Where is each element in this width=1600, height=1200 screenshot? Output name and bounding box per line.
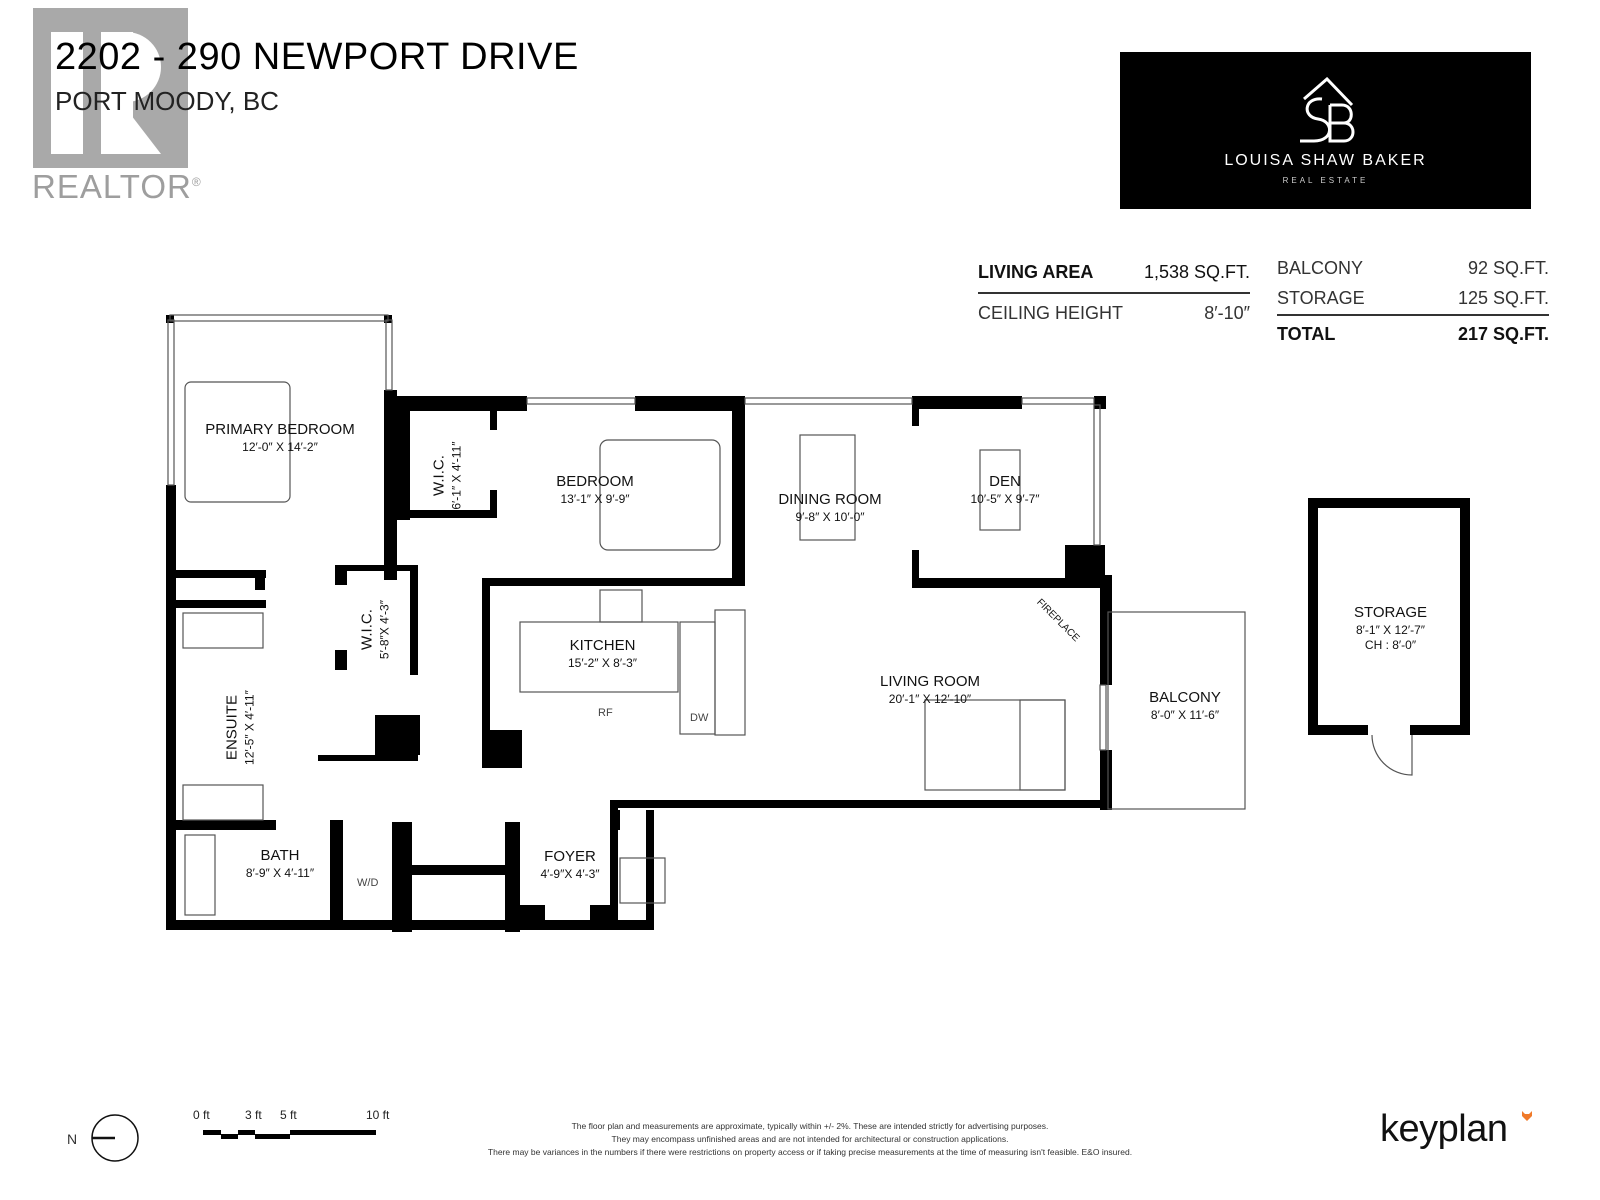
room-name: W.I.C. [430,455,448,496]
refrigerator-label: RF [598,707,613,719]
room-name: BEDROOM [556,473,634,490]
realtor-wordmark: REALTOR® [32,168,202,205]
room-dims: 20′-1″ X 12′-10″ [888,691,972,706]
balcony-value: 92 SQ.FT. [1467,258,1549,278]
ceiling-height-label: CEILING HEIGHT [978,303,1124,323]
living-area-row: LIVING AREA 1,538 SQ.FT. [978,262,1250,283]
compass-north-label: N [67,1131,78,1147]
room-dims: 6′-1″ X 4′-11″ [448,441,463,510]
room-name: W.I.C. [358,609,376,650]
total-label: TOTAL [1277,324,1336,344]
room-dims: 9′-8″ X 10′-0″ [795,509,865,524]
disclaimer-line: They may encompass unfinished areas and … [611,1134,1009,1145]
room-wic-2: W.I.C.5′-8″X 4′-3″ [357,575,392,685]
storage-area-row: STORAGE 125 SQ.FT. [1277,288,1549,309]
room-name: ENSUITE [223,695,241,761]
scale-tick: 5 ft [280,1108,297,1122]
brand-tagline: REAL ESTATE [1282,176,1369,185]
brand-logo-box: LOUISA SHAW BAKER REAL ESTATE [1120,52,1531,209]
room-dims: 4′-9″X 4′-3″ [540,866,600,881]
brand-name: LOUISA SHAW BAKER [1224,152,1427,169]
ceiling-height-value: 8′-10″ [1204,303,1250,323]
scale-tick: 3 ft [245,1108,262,1122]
room-name: FOYER [544,848,596,865]
room-name: LIVING ROOM [879,673,980,690]
room-dims: 10′-5″ X 9′-7″ [970,491,1040,506]
room-name: STORAGE [1353,604,1428,621]
disclaimer-line: The floor plan and measurements are appr… [571,1121,1049,1131]
living-area-label: LIVING AREA [978,262,1094,282]
room-name: PRIMARY BEDROOM [205,421,355,438]
sb-monogram-icon [1300,77,1355,143]
room-dims: 12′-5″ X 4′-11″ [241,690,256,765]
room-dims: 13′-1″ X 9′-9″ [560,491,630,506]
room-wic-1: W.I.C.6′-1″ X 4′-11″ [429,421,464,531]
keyplan-wordmark: keyplan [1380,1108,1508,1150]
keyplan-logo: keyplan [1380,1108,1508,1151]
realtor-r-icon [101,32,161,154]
compass-icon [91,1114,139,1162]
room-name: DINING ROOM [778,491,882,508]
storage-label: STORAGE [1277,288,1365,308]
disclaimer-line: There may be variances in the numbers if… [487,1147,1133,1158]
room-ceiling-height: CH : 8′-0″ [1364,638,1417,653]
room-name: KITCHEN [569,637,636,654]
fox-icon [1522,1111,1532,1121]
property-city: PORT MOODY, BC [55,86,279,116]
scale-tick: 0 ft [193,1108,210,1122]
room-dims: 15′-2″ X 8′-3″ [567,655,638,670]
room-dims: 8′-9″ X 4′-11″ [245,865,315,880]
dishwasher-label: DW [690,712,709,724]
scale-bar-graphic [203,1130,376,1139]
total-area-row: TOTAL 217 SQ.FT. [1277,324,1549,345]
room-dims: 8′-0″ X 11′-6″ [1150,707,1220,722]
room-name: DEN [989,473,1021,490]
disclaimer: The floor plan and measurements are appr… [420,1120,1200,1160]
property-address: 2202 - 290 NEWPORT DRIVE [55,36,579,78]
room-dims: 5′-8″X 4′-3″ [376,600,391,660]
balcony-label: BALCONY [1277,258,1364,278]
divider [1277,314,1549,316]
total-value: 217 SQ.FT. [1457,324,1549,344]
storage-value: 125 SQ.FT. [1457,288,1549,308]
realtor-logo [33,8,188,168]
washer-dryer-label: W/D [357,877,379,889]
living-area-value: 1,538 SQ.FT. [1143,262,1250,282]
room-dims: 12′-0″ X 14′-2″ [242,439,318,454]
ceiling-height-row: CEILING HEIGHT 8′-10″ [978,303,1250,324]
scale-tick: 10 ft [366,1108,390,1122]
room-name: BATH [260,847,300,864]
room-dims: 8′-1″ X 12′-7″ [1355,622,1426,637]
balcony-area-row: BALCONY 92 SQ.FT. [1277,258,1549,279]
room-name: BALCONY [1149,689,1221,706]
divider [978,292,1250,294]
